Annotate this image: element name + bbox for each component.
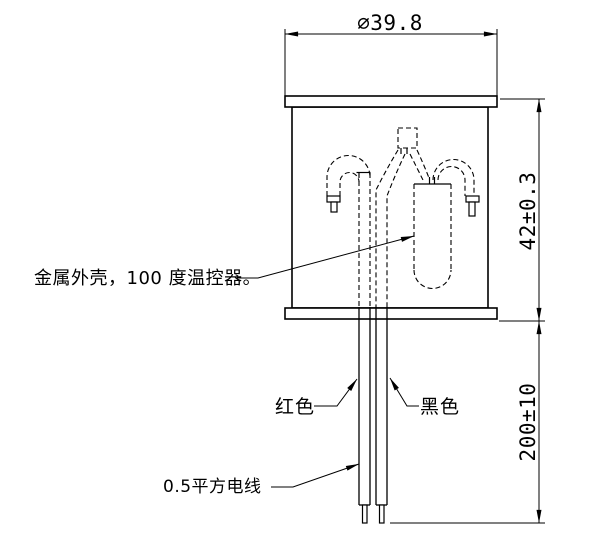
right-lead-hook xyxy=(432,158,475,196)
diameter-dimension-label: ∅39.8 xyxy=(357,11,423,35)
lead-length-dimension-label: 200±10 xyxy=(516,383,540,462)
annotations: 金属外壳，100 度温控器。 红色 黑色 0.5平方电线 xyxy=(34,235,460,497)
black-wire-stub xyxy=(378,504,385,524)
component-note-leader xyxy=(237,235,415,279)
shell-bottom-flange xyxy=(284,307,498,320)
red-wire-label: 红色 xyxy=(275,396,315,418)
sleeve-notch xyxy=(400,148,408,154)
left-terminal xyxy=(326,195,341,213)
metal-shell xyxy=(284,95,498,320)
y-branch-left-outer xyxy=(375,149,399,308)
shell-height-dimension-label: 42±0.3 xyxy=(516,172,540,251)
lead-wires xyxy=(358,307,388,524)
component-note-label: 金属外壳，100 度温控器。 xyxy=(34,268,261,289)
y-branch-right-outer xyxy=(416,149,430,179)
black-wire-leader xyxy=(389,377,419,407)
extension-lines xyxy=(284,29,498,96)
black-wire xyxy=(375,307,388,524)
y-branch-right-inner xyxy=(409,153,424,181)
red-wire-leader xyxy=(314,378,358,407)
right-terminal xyxy=(465,195,480,217)
left-lead-hook xyxy=(326,154,371,196)
internal-components xyxy=(326,127,480,308)
y-branch-left-inner xyxy=(386,153,406,308)
diameter-dimension: ∅39.8 xyxy=(284,11,498,96)
thermostat-outline xyxy=(413,183,452,289)
red-wire-stub xyxy=(361,504,368,524)
thermostat-neck xyxy=(428,177,436,184)
shell-height-dimension: 42±0.3 xyxy=(499,98,545,322)
wire-spec-label: 0.5平方电线 xyxy=(163,477,262,497)
shell-body xyxy=(291,106,489,309)
wire-spec-leader xyxy=(271,463,360,488)
black-wire-label: 黑色 xyxy=(420,396,460,418)
lead-length-dimension: 200±10 xyxy=(390,320,545,524)
shell-top-flange xyxy=(284,95,498,108)
red-wire xyxy=(358,307,371,524)
